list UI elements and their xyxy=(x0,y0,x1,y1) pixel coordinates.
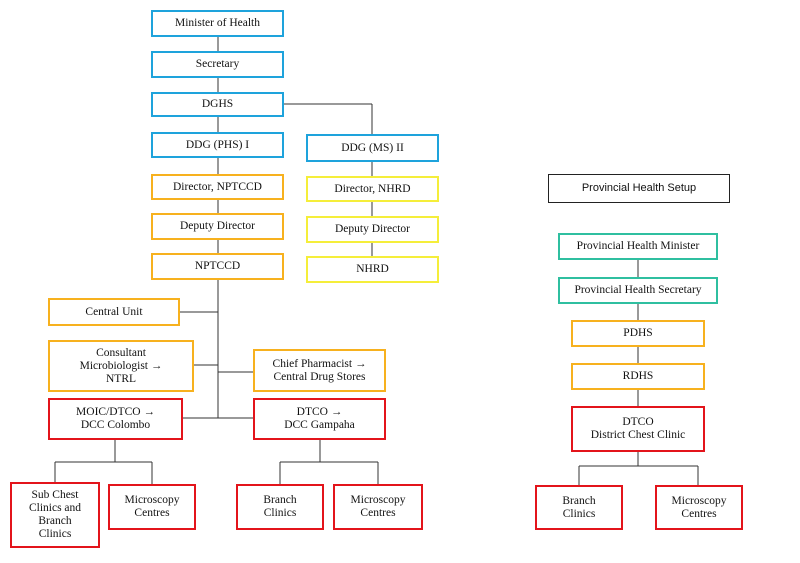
dghs-box: DGHS xyxy=(151,92,284,117)
microscopy-centres-left-box: Microscopy Centres xyxy=(108,484,196,530)
branch-clinics-provincial-line-1: Branch xyxy=(562,494,596,507)
consultant-line-2: Microbiologist → xyxy=(79,359,163,372)
branch-clinics-mid-line-1: Branch xyxy=(263,494,297,506)
consultant-line-3: NTRL xyxy=(105,372,137,385)
microscopy-left-line-1: Microscopy xyxy=(124,494,180,506)
dtco-gampaha-line-1: DTCO → xyxy=(296,406,343,418)
minister-of-health-label: Minister of Health xyxy=(175,17,260,29)
secretary-label: Secretary xyxy=(195,58,240,70)
central-unit-box: Central Unit xyxy=(48,298,180,326)
provincial-title-label: Provincial Health Setup xyxy=(581,182,697,194)
deputy-director-right-label: Deputy Director xyxy=(334,223,411,235)
microscopy-provincial-line-2: Centres xyxy=(681,507,717,520)
director-nptccd-label: Director, NPTCCD xyxy=(173,180,262,193)
minister-of-health-box: Minister of Health xyxy=(151,10,284,37)
dtco-gampaha-box: DTCO → DCC Gampaha xyxy=(253,398,386,440)
microscopy-centres-provincial-box: Microscopy Centres xyxy=(655,485,743,530)
consultant-line-1: Consultant xyxy=(96,346,146,359)
provincial-secretary-label: Provincial Health Secretary xyxy=(574,284,702,296)
ddg-phs-box: DDG (PHS) I xyxy=(151,132,284,158)
deputy-director-right-box: Deputy Director xyxy=(306,216,439,243)
moic-line-1: MOIC/DTCO → xyxy=(76,406,155,418)
dtco-district-line-1: DTCO xyxy=(622,416,654,428)
deputy-director-left-box: Deputy Director xyxy=(151,213,284,240)
sub-chest-line-1: Sub Chest xyxy=(31,489,79,501)
chief-pharmacist-box: Chief Pharmacist → Central Drug Stores xyxy=(253,349,386,392)
ddg-ms-label: DDG (MS) II xyxy=(341,141,404,154)
dghs-label: DGHS xyxy=(201,98,234,110)
microscopy-provincial-line-1: Microscopy xyxy=(671,494,727,507)
moic-line-2: DCC Colombo xyxy=(80,419,151,431)
rdhs-box: RDHS xyxy=(571,363,705,390)
moic-dtco-colombo-box: MOIC/DTCO → DCC Colombo xyxy=(48,398,183,440)
provincial-health-setup-title: Provincial Health Setup xyxy=(548,174,730,203)
sub-chest-line-4: Clinics xyxy=(38,528,72,540)
nhrd-label: NHRD xyxy=(356,263,389,275)
pdhs-box: PDHS xyxy=(571,320,705,347)
pdhs-label: PDHS xyxy=(623,327,653,339)
sub-chest-line-3: Branch xyxy=(38,515,72,527)
branch-clinics-provincial-line-2: Clinics xyxy=(562,507,596,520)
dtco-district-chest-clinic-box: DTCO District Chest Clinic xyxy=(571,406,705,452)
ddg-phs-label: DDG (PHS) I xyxy=(185,138,250,151)
director-nhrd-label: Director, NHRD xyxy=(334,182,411,195)
secretary-box: Secretary xyxy=(151,51,284,78)
provincial-health-secretary-box: Provincial Health Secretary xyxy=(558,277,718,304)
nhrd-box: NHRD xyxy=(306,256,439,283)
central-unit-label: Central Unit xyxy=(85,305,143,318)
rdhs-label: RDHS xyxy=(622,370,654,382)
microscopy-left-line-2: Centres xyxy=(134,507,170,519)
branch-clinics-mid-box: Branch Clinics xyxy=(236,484,324,530)
microscopy-centres-mid-box: Microscopy Centres xyxy=(333,484,423,530)
director-nptccd-box: Director, NPTCCD xyxy=(151,174,284,200)
branch-clinics-provincial-box: Branch Clinics xyxy=(535,485,623,530)
chief-pharmacist-line-1: Chief Pharmacist → xyxy=(272,357,367,370)
ddg-ms-box: DDG (MS) II xyxy=(306,134,439,162)
branch-clinics-mid-line-2: Clinics xyxy=(263,507,297,519)
sub-chest-line-2: Clinics and xyxy=(28,502,82,514)
dtco-gampaha-line-2: DCC Gampaha xyxy=(284,419,355,431)
microscopy-mid-line-1: Microscopy xyxy=(350,494,406,506)
provincial-minister-label: Provincial Health Minister xyxy=(576,240,700,252)
consultant-microbiologist-box: Consultant Microbiologist → NTRL xyxy=(48,340,194,392)
dtco-district-line-2: District Chest Clinic xyxy=(590,429,686,441)
provincial-health-minister-box: Provincial Health Minister xyxy=(558,233,718,260)
chief-pharmacist-line-2: Central Drug Stores xyxy=(273,370,366,383)
nptccd-box: NPTCCD xyxy=(151,253,284,280)
director-nhrd-box: Director, NHRD xyxy=(306,176,439,202)
microscopy-mid-line-2: Centres xyxy=(360,507,396,519)
deputy-director-left-label: Deputy Director xyxy=(179,220,256,232)
sub-chest-clinics-box: Sub Chest Clinics and Branch Clinics xyxy=(10,482,100,548)
nptccd-label: NPTCCD xyxy=(194,260,241,272)
